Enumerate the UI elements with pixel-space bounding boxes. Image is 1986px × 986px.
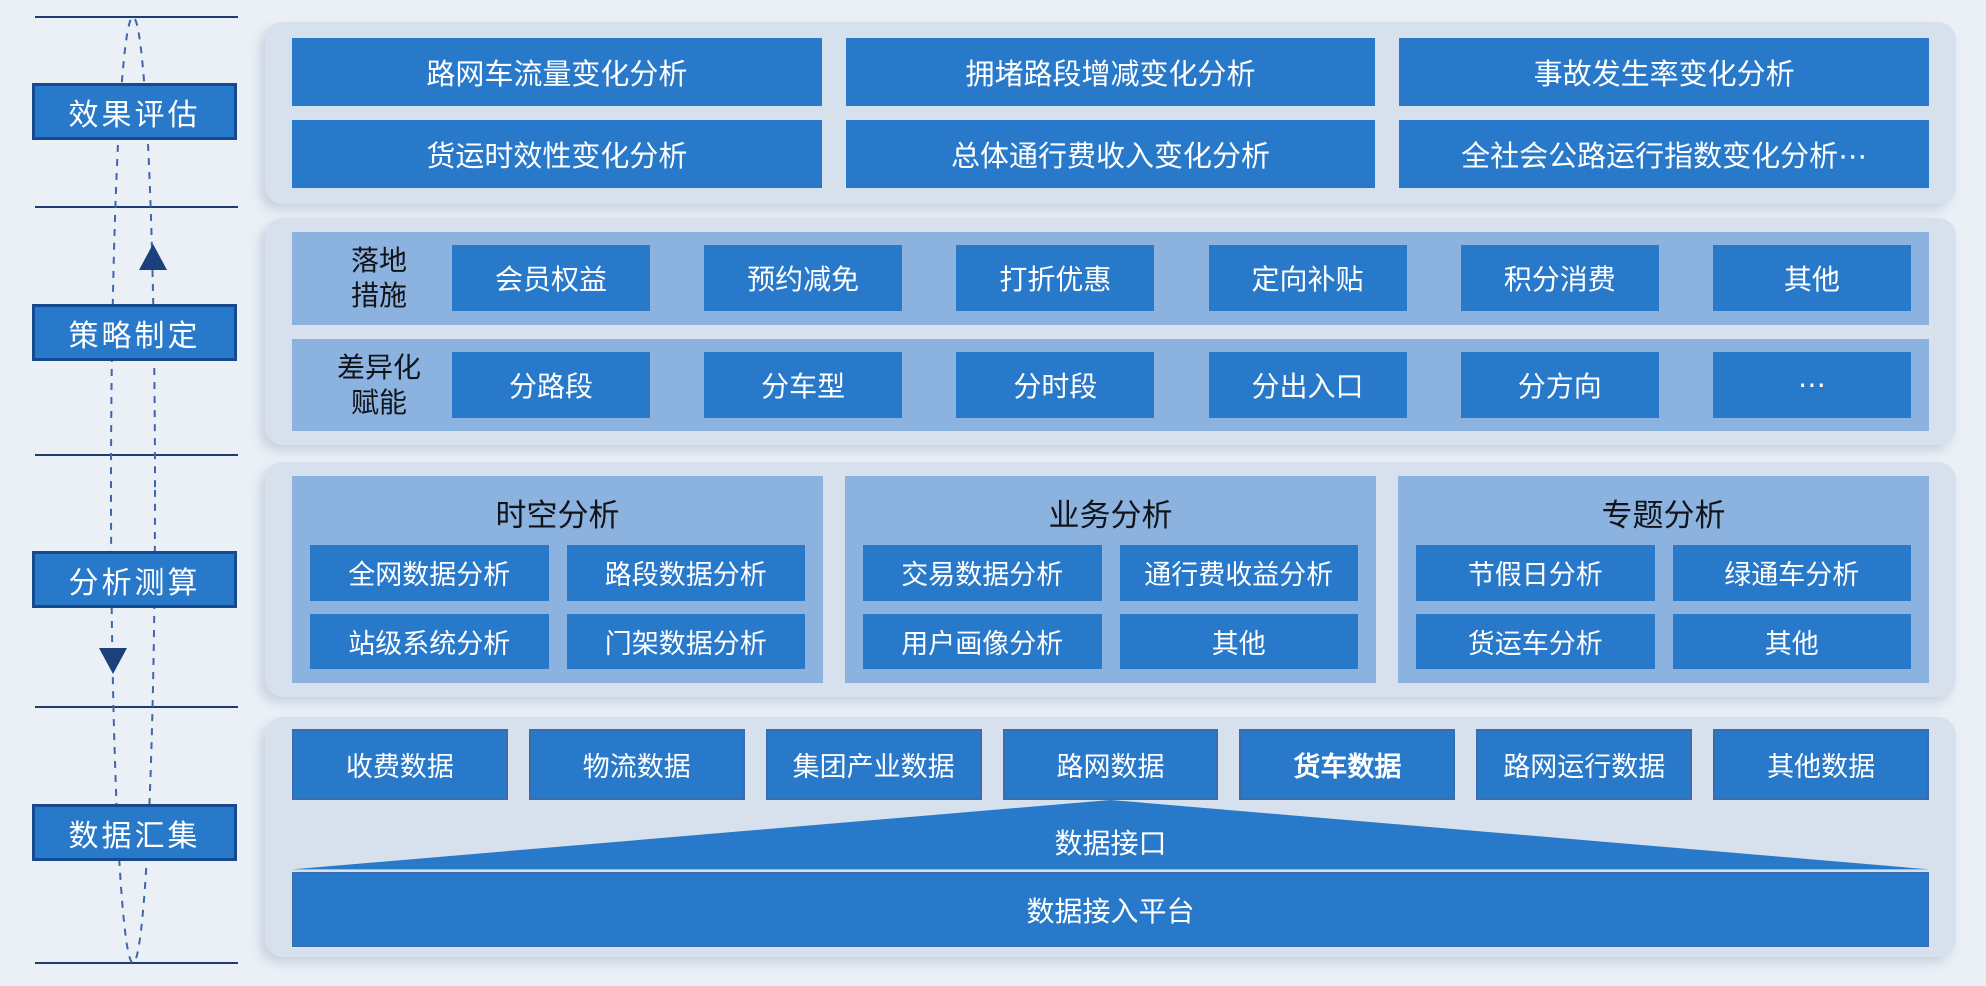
data-source-item: 收费数据 [292,729,508,800]
data-interface-funnel: 数据接口 [292,799,1929,870]
strategy-items: 分路段 分车型 分时段 分出入口 分方向 ⋯ [452,351,1925,418]
data-source-item: 物流数据 [528,729,745,800]
analysis-group-grid: 节假日分析 绿通车分析 货运车分析 其他 [1416,545,1911,669]
strategy-item: 分路段 [452,351,650,418]
data-sources-row: 收费数据 物流数据 集团产业数据 路网数据 货车数据 路网运行数据 其他数据 [292,729,1930,800]
stage-analysis-calculation: 分析测算 [32,551,237,608]
strategy-item: 积分消费 [1460,245,1659,312]
strategy-row-landing-measures: 落地 措施 会员权益 预约减免 打折优惠 定向补贴 积分消费 其他 [292,232,1929,325]
stage-effect-evaluation: 效果评估 [32,83,237,140]
cycle-ellipse [110,16,156,964]
analysis-item: 其他 [1672,613,1911,669]
analysis-group-grid: 交易数据分析 通行费收益分析 用户画像分析 其他 [863,545,1358,669]
strategy-item: 预约减免 [704,245,903,312]
analysis-item: 全网数据分析 [310,545,549,601]
data-access-platform-bar: 数据接入平台 [292,872,1929,947]
data-source-item: 路网数据 [1002,729,1219,800]
data-source-item: 集团产业数据 [765,729,982,800]
analysis-group-title: 业务分析 [1048,498,1173,533]
evaluation-item: 拥堵路段增减变化分析 [845,38,1376,106]
up-arrow-icon [139,244,167,270]
evaluation-item: 事故发生率变化分析 [1399,38,1929,106]
analysis-group-grid: 全网数据分析 路段数据分析 站级系统分析 门架数据分析 [310,545,805,669]
analysis-item: 绿通车分析 [1672,545,1911,601]
process-cycle-graphic [35,16,238,964]
analysis-group-special-topics: 专题分析 节假日分析 绿通车分析 货运车分析 其他 [1398,476,1929,683]
analysis-item: 货运车分析 [1416,613,1655,669]
strategy-item: 其他 [1712,245,1911,312]
strategy-item: 分出入口 [1208,351,1407,418]
analysis-item: 节假日分析 [1416,545,1655,601]
band-data-collection: 收费数据 物流数据 集团产业数据 路网数据 货车数据 路网运行数据 其他数据 数… [265,717,1956,957]
data-source-item: 货车数据 [1239,729,1456,800]
analysis-group-title: 时空分析 [495,498,620,533]
strategy-items: 会员权益 预约减免 打折优惠 定向补贴 积分消费 其他 [452,245,1925,312]
strategy-item: ⋯ [1712,351,1911,418]
evaluation-item: 货运时效性变化分析 [292,120,822,188]
analysis-group-title: 专题分析 [1601,498,1726,533]
analysis-item: 交易数据分析 [863,545,1102,601]
strategy-row-label: 差异化 赋能 [336,351,421,418]
strategy-item: 分方向 [1460,351,1659,418]
down-arrow-icon [99,648,127,674]
band-strategy-formulation: 落地 措施 会员权益 预约减免 打折优惠 定向补贴 积分消费 其他 差异化 赋能… [265,218,1956,445]
analysis-group-business: 业务分析 交易数据分析 通行费收益分析 用户画像分析 其他 [845,476,1376,683]
data-access-platform-label: 数据接入平台 [1026,895,1195,927]
evaluation-item: 总体通行费收入变化分析 [845,120,1376,188]
band-analysis-calculation: 时空分析 全网数据分析 路段数据分析 站级系统分析 门架数据分析 业务分析 交易… [265,462,1956,697]
strategy-item: 会员权益 [452,245,650,312]
data-source-item: 路网运行数据 [1476,729,1693,800]
analysis-group-spatiotemporal: 时空分析 全网数据分析 路段数据分析 站级系统分析 门架数据分析 [292,476,823,683]
strategy-row-label: 落地 措施 [350,245,407,312]
evaluation-item: 路网车流量变化分析 [292,38,822,106]
analysis-item: 用户画像分析 [863,613,1102,669]
stage-strategy-formulation: 策略制定 [32,304,237,361]
data-interface-label: 数据接口 [1054,828,1167,860]
analysis-item: 门架数据分析 [566,613,805,669]
strategy-row-differentiated-enablement: 差异化 赋能 分路段 分车型 分时段 分出入口 分方向 ⋯ [292,338,1929,431]
analysis-item: 站级系统分析 [310,613,549,669]
stage-data-collection: 数据汇集 [32,804,237,861]
analysis-item: 其他 [1119,613,1358,669]
analysis-item: 路段数据分析 [566,545,805,601]
strategy-item: 打折优惠 [956,245,1155,312]
analysis-item: 通行费收益分析 [1119,545,1358,601]
strategy-item: 分时段 [956,351,1155,418]
evaluation-item: 全社会公路运行指数变化分析⋯ [1399,120,1929,188]
strategy-item: 分车型 [704,351,903,418]
strategy-item: 定向补贴 [1208,245,1407,312]
evaluation-grid: 路网车流量变化分析 拥堵路段增减变化分析 事故发生率变化分析 货运时效性变化分析… [292,38,1929,188]
data-source-item: 其他数据 [1713,729,1930,800]
band-effect-evaluation: 路网车流量变化分析 拥堵路段增减变化分析 事故发生率变化分析 货运时效性变化分析… [265,22,1956,204]
